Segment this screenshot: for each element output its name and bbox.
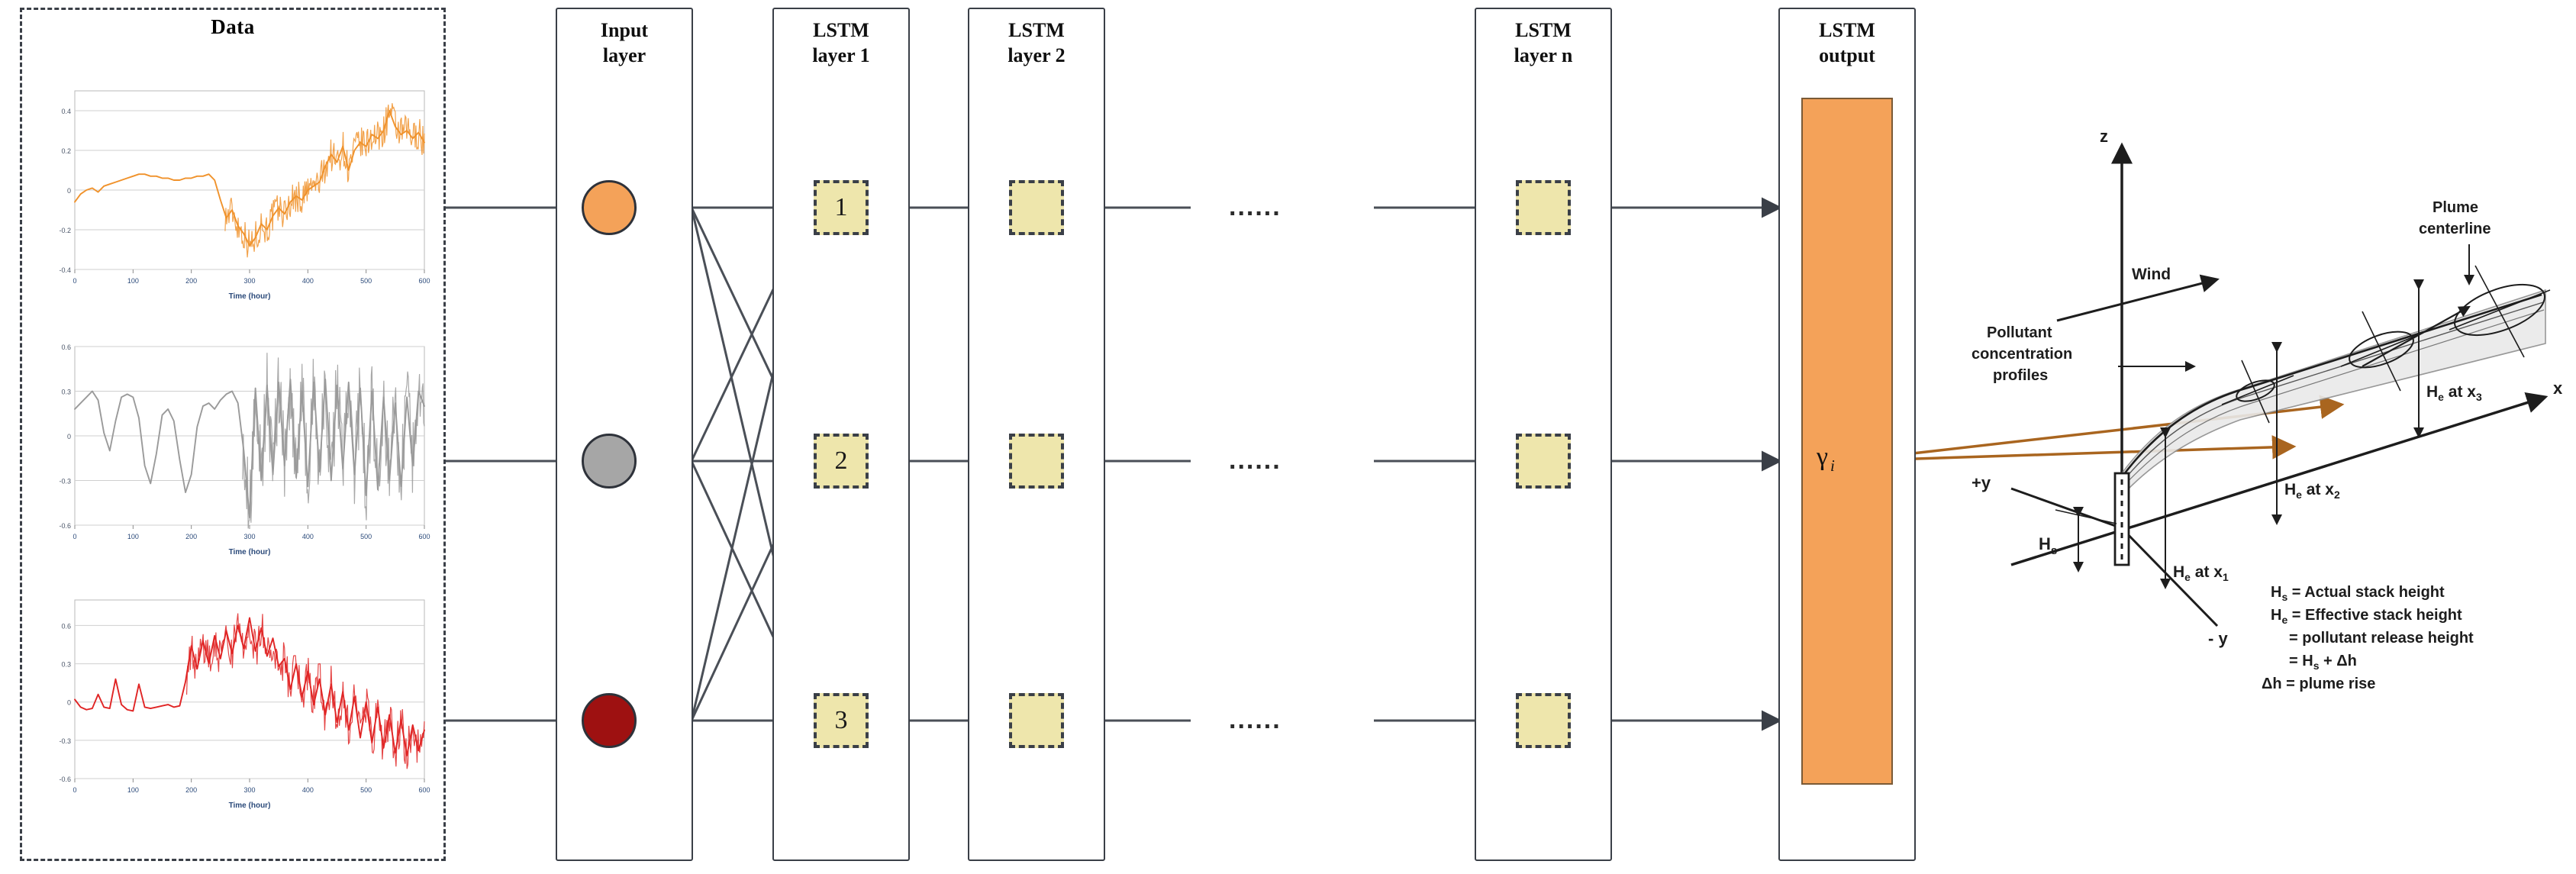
layer-title-output: LSTM output xyxy=(1819,19,1875,66)
gamma-subscript: i xyxy=(1830,456,1835,475)
svg-text:200: 200 xyxy=(185,786,197,794)
svg-text:-0.3: -0.3 xyxy=(59,737,71,745)
svg-text:400: 400 xyxy=(302,277,314,285)
svg-text:500: 500 xyxy=(360,786,372,794)
lstm2-cell-2[interactable] xyxy=(1009,434,1064,489)
plume-legend-row-3: = Hs + Δh xyxy=(2289,653,2357,672)
svg-text:Time (hour): Time (hour) xyxy=(229,292,271,301)
input-node-3[interactable] xyxy=(582,693,637,748)
svg-text:500: 500 xyxy=(360,277,372,285)
plume-he-x3-label: He at x3 xyxy=(2426,383,2482,403)
svg-text:300: 300 xyxy=(243,277,255,285)
svg-text:-0.2: -0.2 xyxy=(59,227,71,234)
svg-text:0.6: 0.6 xyxy=(61,622,71,630)
ellipsis-row-1: ...... xyxy=(1229,192,1282,221)
svg-text:100: 100 xyxy=(127,277,139,285)
svg-text:0: 0 xyxy=(67,187,71,195)
svg-text:500: 500 xyxy=(360,533,372,540)
plume-pollutant-profiles-label: Pollutant xyxy=(1987,324,2052,341)
plume-legend-row-2: = pollutant release height xyxy=(2289,630,2474,647)
lstm-output-bar[interactable] xyxy=(1801,98,1893,785)
svg-text:0: 0 xyxy=(73,786,76,794)
plume-pollutant-profiles-label-2: concentration xyxy=(1971,346,2072,363)
ellipsis-row-2: ...... xyxy=(1229,446,1282,475)
plume-legend: Hs = Actual stack height He = Effective … xyxy=(2262,584,2474,692)
plume-centerline-label-2: centerline xyxy=(2419,221,2491,237)
layer-title-lstm1: LSTM layer 1 xyxy=(812,19,870,66)
plume-legend-row-1: He = Effective stack height xyxy=(2271,607,2462,626)
svg-text:200: 200 xyxy=(185,277,197,285)
plume-he-x2-label: He at x2 xyxy=(2284,481,2340,501)
svg-text:0: 0 xyxy=(67,699,71,707)
svg-text:400: 400 xyxy=(302,786,314,794)
plume-legend-row-4: Δh = plume rise xyxy=(2262,676,2375,692)
svg-text:0: 0 xyxy=(67,433,71,440)
input-node-1[interactable] xyxy=(582,180,637,235)
lstm1-cell-3[interactable]: 3 xyxy=(814,693,869,748)
input-node-2[interactable] xyxy=(582,434,637,489)
plume-centerline-label: Plume xyxy=(2433,199,2478,216)
lstmn-cell-1[interactable] xyxy=(1516,180,1571,235)
plume-legend-row-0: Hs = Actual stack height xyxy=(2271,584,2445,603)
svg-text:400: 400 xyxy=(302,533,314,540)
lstm2-cell-1[interactable] xyxy=(1009,180,1064,235)
svg-text:0: 0 xyxy=(73,277,76,285)
svg-text:-0.6: -0.6 xyxy=(59,776,71,783)
lstm1-cell-2[interactable]: 2 xyxy=(814,434,869,489)
svg-text:-0.4: -0.4 xyxy=(59,266,71,274)
svg-text:-0.3: -0.3 xyxy=(59,478,71,485)
svg-text:0.4: 0.4 xyxy=(61,108,71,115)
lstmn-cell-3[interactable] xyxy=(1516,693,1571,748)
svg-text:100: 100 xyxy=(127,533,139,540)
svg-text:600: 600 xyxy=(418,277,430,285)
svg-text:Time (hour): Time (hour) xyxy=(229,801,271,810)
svg-text:600: 600 xyxy=(418,786,430,794)
svg-text:300: 300 xyxy=(243,786,255,794)
gamma-symbol: γ xyxy=(1817,443,1829,471)
plume-axis-z-label: z xyxy=(2100,127,2108,146)
plume-axis-minus-y-label: - y xyxy=(2208,629,2228,648)
layer-title-lstmn: LSTM layer n xyxy=(1514,19,1573,66)
svg-text:Time (hour): Time (hour) xyxy=(229,548,271,556)
plume-pollutant-profiles-label-3: profiles xyxy=(1993,367,2048,384)
svg-text:0: 0 xyxy=(73,533,76,540)
plume-axis-plus-y-label: +y xyxy=(1971,473,1991,492)
svg-text:0.2: 0.2 xyxy=(61,147,71,155)
ellipsis-row-3: ...... xyxy=(1229,705,1282,734)
layer-title-lstm2: LSTM layer 2 xyxy=(1008,19,1066,66)
data-panel-title: Data xyxy=(211,15,255,38)
lstmn-cell-2[interactable] xyxy=(1516,434,1571,489)
plume-he-x1-label: He at x1 xyxy=(2173,563,2229,583)
svg-text:600: 600 xyxy=(418,533,430,540)
svg-text:300: 300 xyxy=(243,533,255,540)
plume-dispersion-illustration: z x +y - y Wind Pollutant concentration … xyxy=(1965,92,2576,725)
svg-text:100: 100 xyxy=(127,786,139,794)
lstm2-cell-3[interactable] xyxy=(1009,693,1064,748)
layer-title-input: Input layer xyxy=(600,19,649,66)
lstm1-cell-1[interactable]: 1 xyxy=(814,180,869,235)
svg-text:0.6: 0.6 xyxy=(61,343,71,351)
plume-axis-x-label: x xyxy=(2553,379,2563,398)
svg-text:200: 200 xyxy=(185,533,197,540)
svg-text:0.3: 0.3 xyxy=(61,389,71,396)
svg-text:-0.6: -0.6 xyxy=(59,522,71,530)
svg-text:0.3: 0.3 xyxy=(61,661,71,669)
plume-wind-label: Wind xyxy=(2132,266,2171,283)
